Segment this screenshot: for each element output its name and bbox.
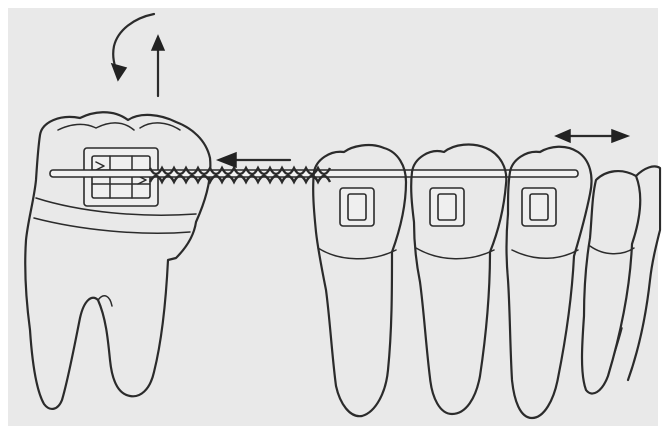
orthodontic-diagram <box>0 0 662 430</box>
diagram-canvas <box>0 0 662 430</box>
